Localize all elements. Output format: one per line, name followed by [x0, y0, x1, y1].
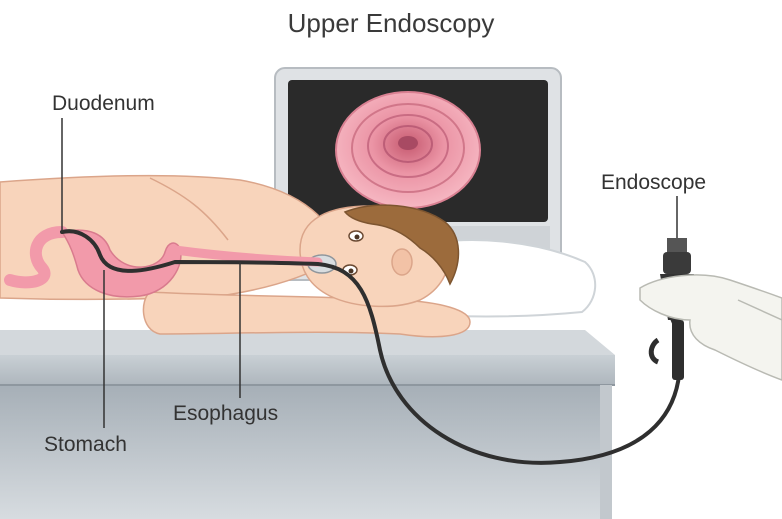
duodenum [4, 226, 68, 289]
endoscope-label: Endoscope [601, 171, 707, 194]
stomach-label: Stomach [44, 433, 127, 456]
diagram-title: Upper Endoscopy [287, 8, 495, 38]
endoscope-tube [60, 229, 683, 465]
esophagus-label: Esophagus [173, 402, 279, 425]
gloved-hand [639, 274, 782, 381]
esophagus [170, 245, 323, 267]
hair [343, 204, 460, 286]
exam-table [0, 330, 615, 519]
duodenum-label: Duodenum [52, 92, 155, 115]
digestive-organs [4, 226, 323, 298]
esophagus-view [335, 91, 481, 209]
leader-lines [61, 118, 678, 428]
